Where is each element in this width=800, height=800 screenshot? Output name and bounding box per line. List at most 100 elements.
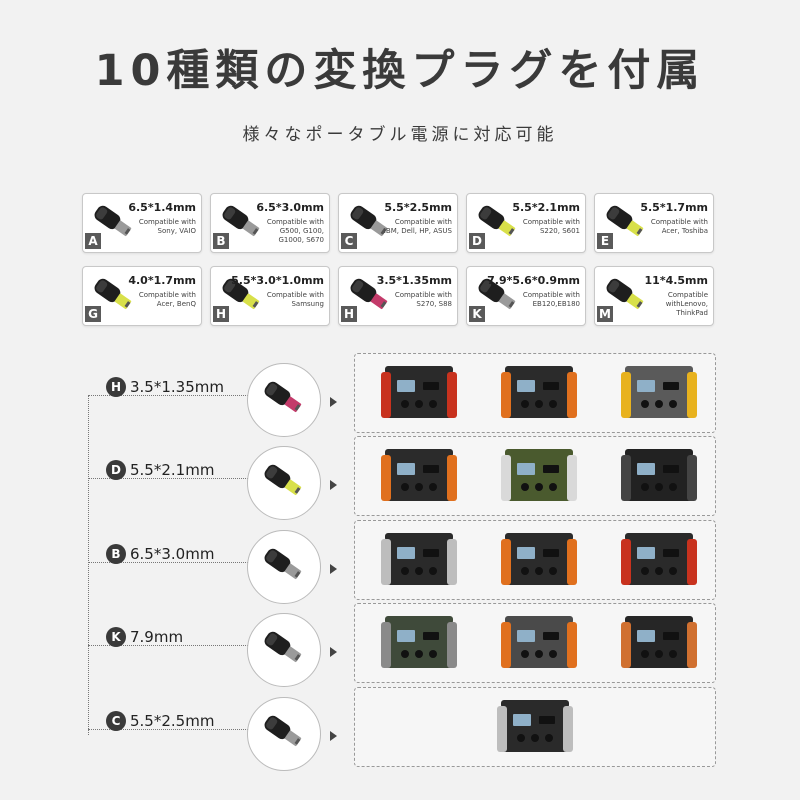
- plug-image: [219, 202, 265, 242]
- power-station-image: [621, 533, 697, 585]
- plug-spec: 5.5*1.7mm: [640, 201, 708, 214]
- row-size-text: 5.5*2.1mm: [130, 461, 215, 479]
- plug-letter: E: [597, 233, 613, 249]
- power-station-image: [621, 616, 697, 668]
- plug-icon: [478, 205, 516, 237]
- plug-circle: [247, 446, 321, 520]
- page-title: 10種類の変換プラグを付属: [94, 46, 706, 96]
- power-station-image: [381, 449, 457, 501]
- device-image: [375, 612, 463, 672]
- device-image: [375, 445, 463, 505]
- device-image: [375, 529, 463, 589]
- plug-circle: [247, 613, 321, 687]
- device-box: [354, 687, 716, 767]
- power-station-image: [381, 533, 457, 585]
- plug-image: [475, 275, 521, 315]
- plug-image: [603, 202, 649, 242]
- plug-compat: Compatible with S220, S601: [522, 218, 580, 235]
- plug-icon: [222, 278, 260, 310]
- device-image: [495, 612, 583, 672]
- plug-icon: [606, 278, 644, 310]
- device-box: [354, 436, 716, 516]
- plug-icon: [606, 205, 644, 237]
- device-image: [615, 529, 703, 589]
- plug-icon: [264, 631, 302, 663]
- plug-icon: [264, 464, 302, 496]
- plug-compat: Compatible with G500, G100, G1000, S670: [266, 218, 324, 244]
- plug-spec: 6.5*3.0mm: [256, 201, 324, 214]
- plug-icon: [264, 381, 302, 413]
- power-station-image: [501, 616, 577, 668]
- row-letter-badge: D: [106, 460, 126, 480]
- power-station-image: [501, 449, 577, 501]
- device-image: [615, 362, 703, 422]
- page-subtitle: 様々なポータブル電源に対応可能: [242, 125, 558, 145]
- device-image: [491, 696, 579, 756]
- device-box: [354, 603, 716, 683]
- plug-icon: [264, 715, 302, 747]
- plug-spec: 11*4.5mm: [644, 274, 708, 287]
- plug-icon: [222, 205, 260, 237]
- device-image: [615, 445, 703, 505]
- plug-icon: [264, 548, 302, 580]
- plug-icon: [94, 278, 132, 310]
- device-image: [615, 612, 703, 672]
- plug-compat: Compatible with IBM, Dell, HP, ASUS: [383, 218, 452, 235]
- plug-image: [603, 275, 649, 315]
- plug-compat: Compatible withLenovo, ThinkPad: [665, 291, 708, 317]
- power-station-image: [497, 700, 573, 752]
- plug-letter: H: [341, 306, 357, 322]
- row-letter-badge: H: [106, 377, 126, 397]
- plug-letter: M: [597, 306, 613, 322]
- plug-compat: Compatible with Sony, VAIO: [138, 218, 196, 235]
- plug-circle: [247, 697, 321, 771]
- plug-image: [219, 275, 265, 315]
- plug-image: [347, 202, 393, 242]
- connector-dot-line: [88, 478, 248, 479]
- plug-circle: [247, 530, 321, 604]
- device-image: [495, 445, 583, 505]
- row-letter-badge: K: [106, 627, 126, 647]
- plug-icon: [94, 205, 132, 237]
- device-image: [375, 362, 463, 422]
- plug-icon: [478, 278, 516, 310]
- device-box: [354, 353, 716, 433]
- device-image: [495, 362, 583, 422]
- arrow-icon: [330, 647, 337, 657]
- connector-dot-line: [88, 562, 248, 563]
- arrow-icon: [330, 397, 337, 407]
- arrow-icon: [330, 480, 337, 490]
- row-letter-badge: C: [106, 711, 126, 731]
- row-letter-badge: B: [106, 544, 126, 564]
- plug-icon: [350, 205, 388, 237]
- plug-image: [91, 275, 137, 315]
- power-station-image: [501, 533, 577, 585]
- plug-compat: Compatible with EB120,EB180: [522, 291, 580, 308]
- plug-spec: 6.5*1.4mm: [128, 201, 196, 214]
- plug-spec: 3.5*1.35mm: [376, 274, 452, 287]
- plug-spec: 4.0*1.7mm: [128, 274, 196, 287]
- power-station-image: [621, 366, 697, 418]
- row-size-text: 7.9mm: [130, 628, 184, 646]
- power-station-image: [381, 616, 457, 668]
- arrow-icon: [330, 731, 337, 741]
- device-image: [495, 529, 583, 589]
- plug-image: [347, 275, 393, 315]
- plug-letter: K: [469, 306, 485, 322]
- plug-spec: 5.5*2.5mm: [384, 201, 452, 214]
- plug-image: [475, 202, 521, 242]
